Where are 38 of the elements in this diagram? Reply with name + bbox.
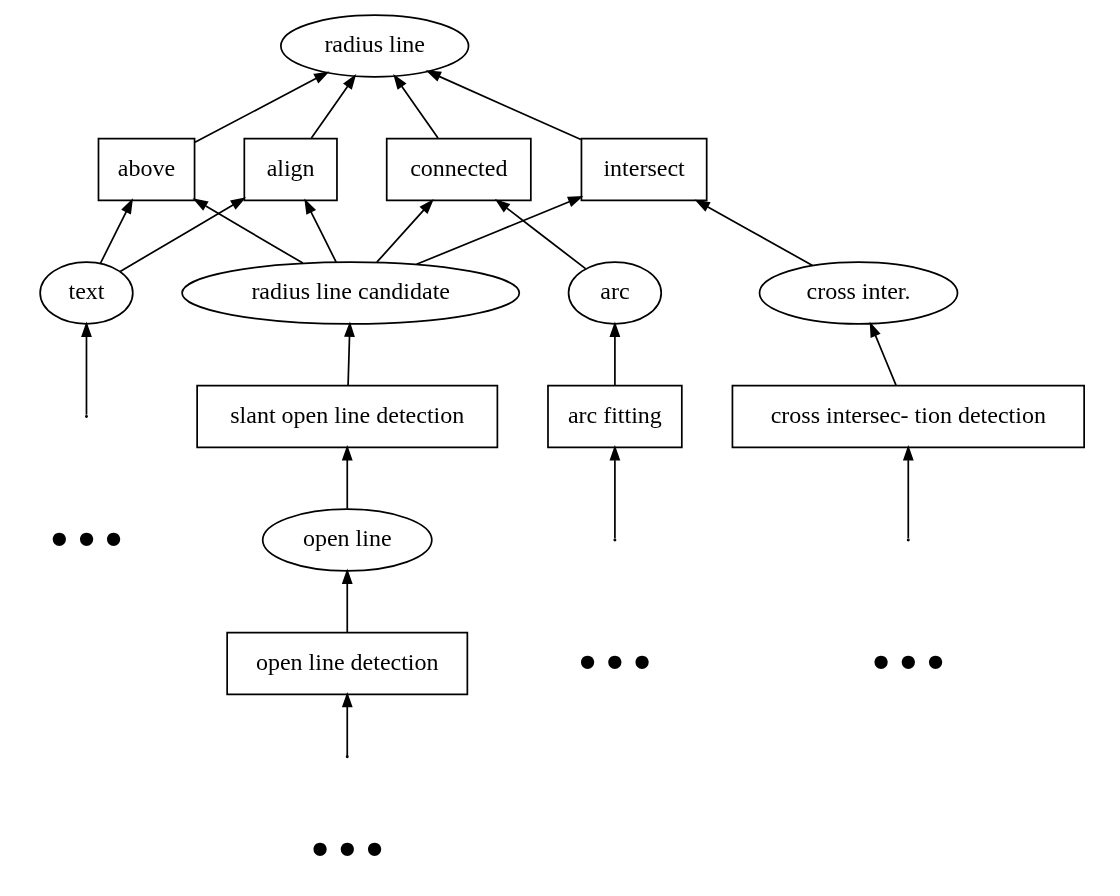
arrow [341,444,353,510]
arrow [415,196,584,266]
label: ● ● ● [871,643,945,679]
node-ellipse: radius line [280,14,470,78]
arrow [609,321,621,386]
node-ellipse: cross inter. [758,261,959,325]
arrow [194,71,330,144]
label: ● ● ● [578,643,652,679]
node-ellipse: radius line candidate [181,261,521,325]
node-box: intersect [580,137,708,202]
arrow [119,197,247,273]
label: ● ● ● [49,519,124,555]
node-box: connected [385,137,532,202]
arrow [694,199,814,267]
label: ● ● ● [310,829,384,865]
arrow [192,198,304,264]
node-ellipse: open line [261,508,433,572]
node-box: cross intersec- tion detection [731,384,1085,449]
arrow [376,198,434,264]
node-box: slant open line detection [196,384,499,449]
arrow [869,321,897,386]
arrow [81,321,92,416]
arrow [393,74,439,139]
arrow [310,74,357,139]
arrow [341,691,353,757]
node-box: above [97,137,196,202]
node-box: align [243,137,338,202]
arrow [494,198,587,270]
arrow [425,70,582,141]
node-box: open line detection [226,631,469,696]
arrow [902,445,914,540]
arrow [99,198,133,265]
node-ellipse: arc [567,261,663,325]
arrow [341,568,353,633]
arrow [344,321,355,386]
node-box: arc fitting [547,384,683,449]
arrow [304,198,338,264]
node-ellipse: text [39,261,134,325]
